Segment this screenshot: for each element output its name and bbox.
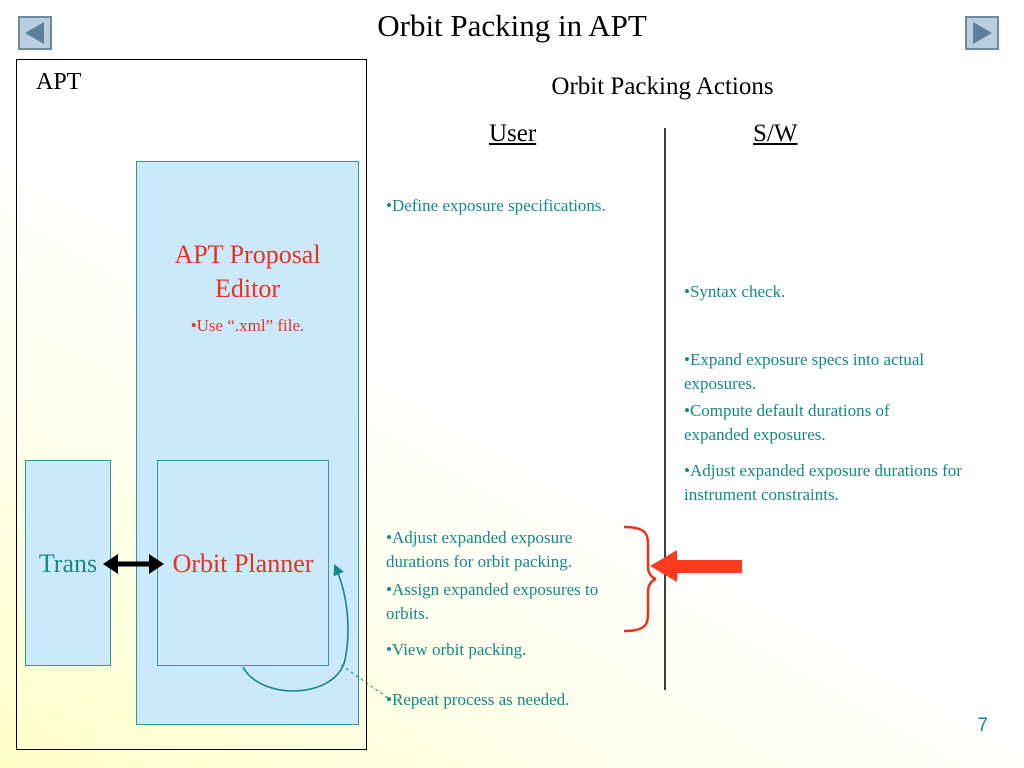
highlight-arrow-icon (650, 550, 742, 582)
double-arrow-icon (103, 554, 164, 574)
orbit-planner-label: Orbit Planner (172, 549, 314, 578)
actions-title: Orbit Packing Actions (551, 73, 774, 100)
repeat-loop-arrow (242, 563, 349, 692)
user-item-view: •View orbit packing. (386, 640, 527, 659)
trans-label: Trans (38, 549, 98, 578)
red-brace (623, 525, 657, 633)
proposal-editor-note: •Use “.xml” file. (190, 316, 305, 335)
next-slide-button[interactable] (965, 16, 999, 50)
triangle-left-icon (25, 22, 44, 44)
triangle-right-icon (973, 22, 992, 44)
page-number: 7 (977, 715, 988, 736)
user-item-adjust: •Adjust expanded exposure durations for … (386, 528, 573, 571)
repeat-leader-line (340, 664, 392, 701)
user-item-define: •Define exposure specifications. (386, 196, 606, 215)
user-item-repeat: •Repeat process as needed. (386, 690, 570, 709)
user-column-header: User (489, 120, 537, 147)
apt-frame (16, 59, 367, 750)
sw-column-header: S/W (753, 120, 798, 147)
proposal-editor-title: APT Proposal Editor (136, 238, 359, 306)
user-item-assign: •Assign expanded exposures to orbits. (386, 580, 599, 623)
slide-title: Orbit Packing in APT (377, 8, 647, 43)
sw-item-expand: •Expand exposure specs into actual expos… (684, 350, 925, 393)
previous-slide-button[interactable] (18, 16, 52, 50)
proposal-editor-title-text: APT Proposal Editor (174, 240, 321, 303)
sw-item-compute: •Compute default durations of expanded e… (684, 401, 890, 444)
sw-item-syntax: •Syntax check. (684, 282, 786, 301)
sw-item-instrument: •Adjust expanded exposure durations for … (684, 461, 962, 504)
apt-frame-label: APT (36, 69, 82, 95)
orbit-planner-box (157, 460, 329, 666)
